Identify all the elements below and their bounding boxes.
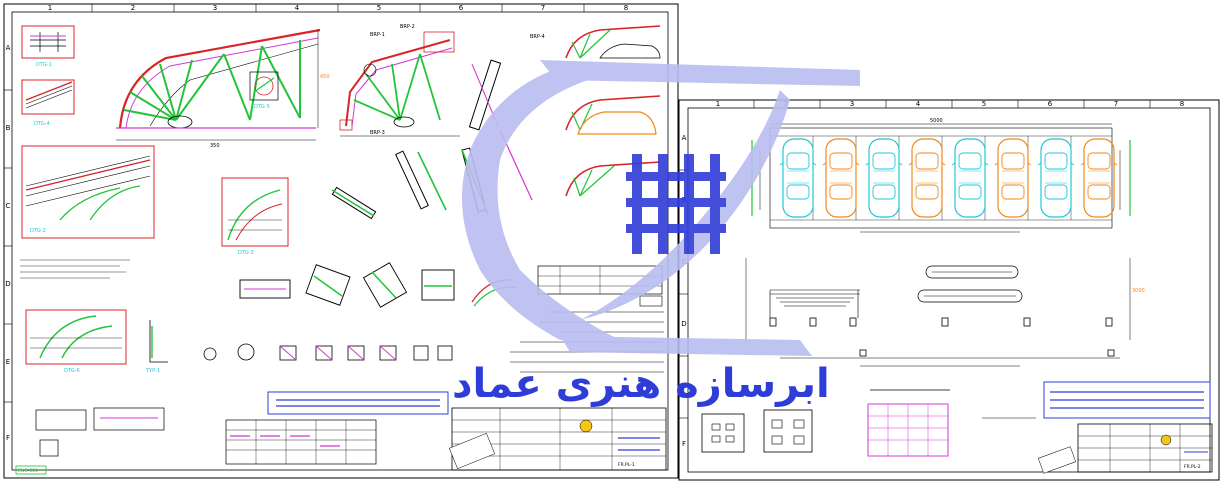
row-letter: D	[681, 320, 686, 328]
row-letter: F	[6, 434, 10, 442]
bill-table	[225, 419, 377, 465]
logo-swoosh-left	[462, 62, 620, 340]
detail-label: DTG-5	[254, 104, 270, 110]
row-letter: D	[5, 280, 10, 288]
logo-swoosh-bottom	[560, 336, 812, 356]
middle-truss	[339, 31, 460, 137]
detail-box	[249, 71, 279, 101]
detail-label: BRP-4	[530, 34, 545, 40]
row-letter: A	[6, 44, 11, 52]
watermark-brand-text: ابرسازه هنری عماد	[452, 361, 830, 407]
col-number: 5	[982, 100, 986, 108]
title-block-left: FR.PL-1	[449, 407, 667, 471]
row-letter: C	[6, 202, 11, 210]
col-number: 3	[850, 100, 854, 108]
row-letter: A	[682, 134, 687, 142]
canopy-sketch	[565, 25, 661, 197]
sheet-tag: ENG-001	[18, 468, 38, 474]
sheet-ref: FR.PL-2	[1184, 464, 1201, 470]
detail-label: DTG-3	[238, 250, 254, 256]
col-number: 7	[1114, 100, 1118, 108]
detail-box	[221, 177, 289, 247]
right-sheet: 1 2 3 4 5 6 7 8 A B C D E F 5000	[678, 99, 1220, 481]
detail-label: BRP-2	[400, 24, 415, 30]
row-letter: B	[6, 124, 11, 132]
detail-box	[763, 409, 813, 453]
title-block-right: FR.PL-2	[1037, 423, 1213, 474]
dim-text: 350	[210, 143, 220, 149]
detail-label: DTG-4	[34, 121, 50, 127]
dim-text: 3000	[1132, 288, 1145, 294]
dim-text: 450	[320, 74, 330, 80]
col-number: 6	[1048, 100, 1053, 108]
col-number: 5	[377, 4, 381, 12]
watermark-logo	[462, 60, 860, 356]
detail-label: TYP-1	[145, 368, 160, 374]
row-letter: E	[682, 382, 686, 390]
detail-label: DTG-1	[36, 62, 52, 68]
note-box	[267, 391, 449, 415]
col-number: 1	[48, 4, 52, 12]
row-letter: E	[6, 358, 10, 366]
col-number: 6	[459, 4, 464, 12]
col-number: 3	[213, 4, 217, 12]
sheet-ref: FR.PL-1	[618, 462, 635, 468]
col-number: 7	[541, 4, 545, 12]
col-number: 8	[1180, 100, 1184, 108]
note-cloud	[925, 265, 1019, 279]
detail-label: BRP-1	[370, 32, 385, 38]
detail-box	[21, 79, 75, 115]
col-number: 4	[916, 100, 921, 108]
detail-box	[25, 309, 127, 365]
row-letter: F	[682, 440, 686, 448]
detail-box	[21, 145, 155, 239]
col-number: 4	[295, 4, 300, 12]
dim-text: 5000	[930, 118, 943, 124]
main-truss-arch: 350 450	[116, 28, 330, 149]
logo-swoosh-top	[540, 60, 860, 86]
note-box	[1043, 381, 1211, 419]
detail-box	[701, 413, 745, 453]
note-cloud	[917, 289, 1023, 303]
parking-elevation: 3000	[745, 258, 1145, 367]
detail-label: BRP-3	[370, 130, 385, 136]
detail-label: DTG-2	[30, 228, 46, 234]
right-sheet-inner-frame	[687, 107, 1211, 473]
col-number: 2	[131, 4, 135, 12]
col-number: 8	[624, 4, 628, 12]
parking-plan: 5000	[751, 118, 1131, 233]
detail-label: DTG-6	[64, 368, 80, 374]
col-number: 1	[716, 100, 720, 108]
detail-box	[21, 25, 75, 59]
logo-hash-icon	[626, 154, 726, 254]
